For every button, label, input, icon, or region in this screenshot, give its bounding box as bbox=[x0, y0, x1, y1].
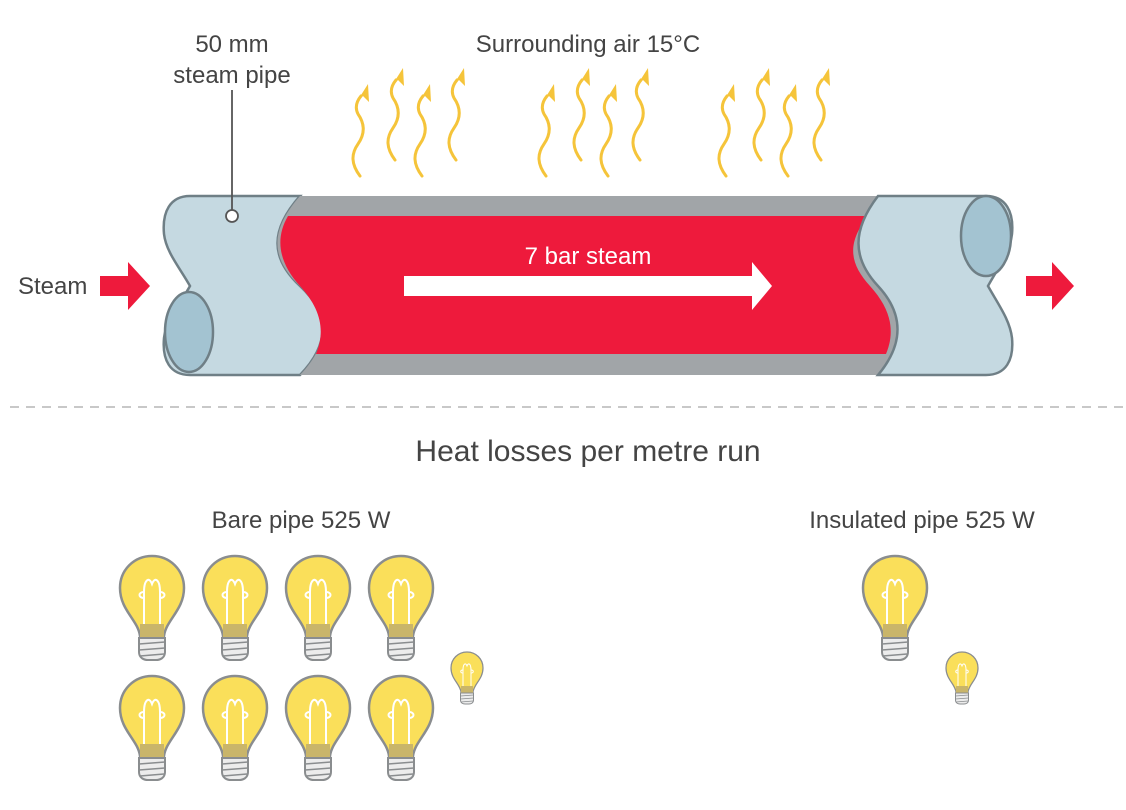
inlet-steam-label: Steam bbox=[18, 273, 87, 300]
section-title: Heat losses per metre run bbox=[415, 435, 760, 468]
heat-wave-icon bbox=[447, 66, 467, 162]
heat-rising-icons bbox=[351, 66, 832, 178]
light-bulb-icon bbox=[201, 674, 269, 782]
heat-wave-icon bbox=[752, 66, 772, 162]
steam-pressure-label: 7 bar steam bbox=[525, 243, 652, 270]
light-bulb-icon bbox=[367, 674, 435, 782]
heat-wave-icon bbox=[717, 82, 737, 178]
inlet-arrow-icon bbox=[100, 262, 150, 310]
heat-wave-icon bbox=[386, 66, 406, 162]
heat-wave-icon bbox=[351, 82, 371, 178]
bare-pipe-bulbs bbox=[118, 554, 484, 782]
outlet-arrow-icon bbox=[1026, 262, 1074, 310]
heat-wave-icon bbox=[413, 82, 433, 178]
small-light-bulb-icon bbox=[450, 651, 484, 705]
light-bulb-icon bbox=[284, 674, 352, 782]
pipe-label-size: 50 mm bbox=[195, 31, 268, 58]
pipe-opening-left bbox=[163, 290, 215, 374]
light-bulb-icon bbox=[284, 554, 352, 662]
pipe-callout bbox=[225, 90, 239, 223]
heat-wave-icon bbox=[572, 66, 592, 162]
insulated-pipe-bulbs bbox=[861, 554, 979, 705]
small-light-bulb-icon bbox=[945, 651, 979, 705]
steam-pipe bbox=[162, 194, 1014, 377]
light-bulb-icon bbox=[118, 674, 186, 782]
heat-wave-icon bbox=[599, 82, 619, 178]
heat-wave-icon bbox=[537, 82, 557, 178]
heat-wave-icon bbox=[812, 66, 832, 162]
insulated-pipe-label: Insulated pipe 525 W bbox=[809, 507, 1035, 534]
surrounding-air-label: Surrounding air 15°C bbox=[476, 31, 700, 58]
steam-direction-arrow bbox=[404, 262, 772, 310]
light-bulb-icon bbox=[118, 554, 186, 662]
light-bulb-icon bbox=[367, 554, 435, 662]
pipe-opening-right bbox=[959, 194, 1013, 278]
heat-wave-icon bbox=[631, 66, 651, 162]
light-bulb-icon bbox=[201, 554, 269, 662]
bare-pipe-label: Bare pipe 525 W bbox=[212, 507, 391, 534]
heat-wave-icon bbox=[779, 82, 799, 178]
pipe-label-name: steam pipe bbox=[173, 62, 290, 89]
light-bulb-icon bbox=[861, 554, 929, 662]
